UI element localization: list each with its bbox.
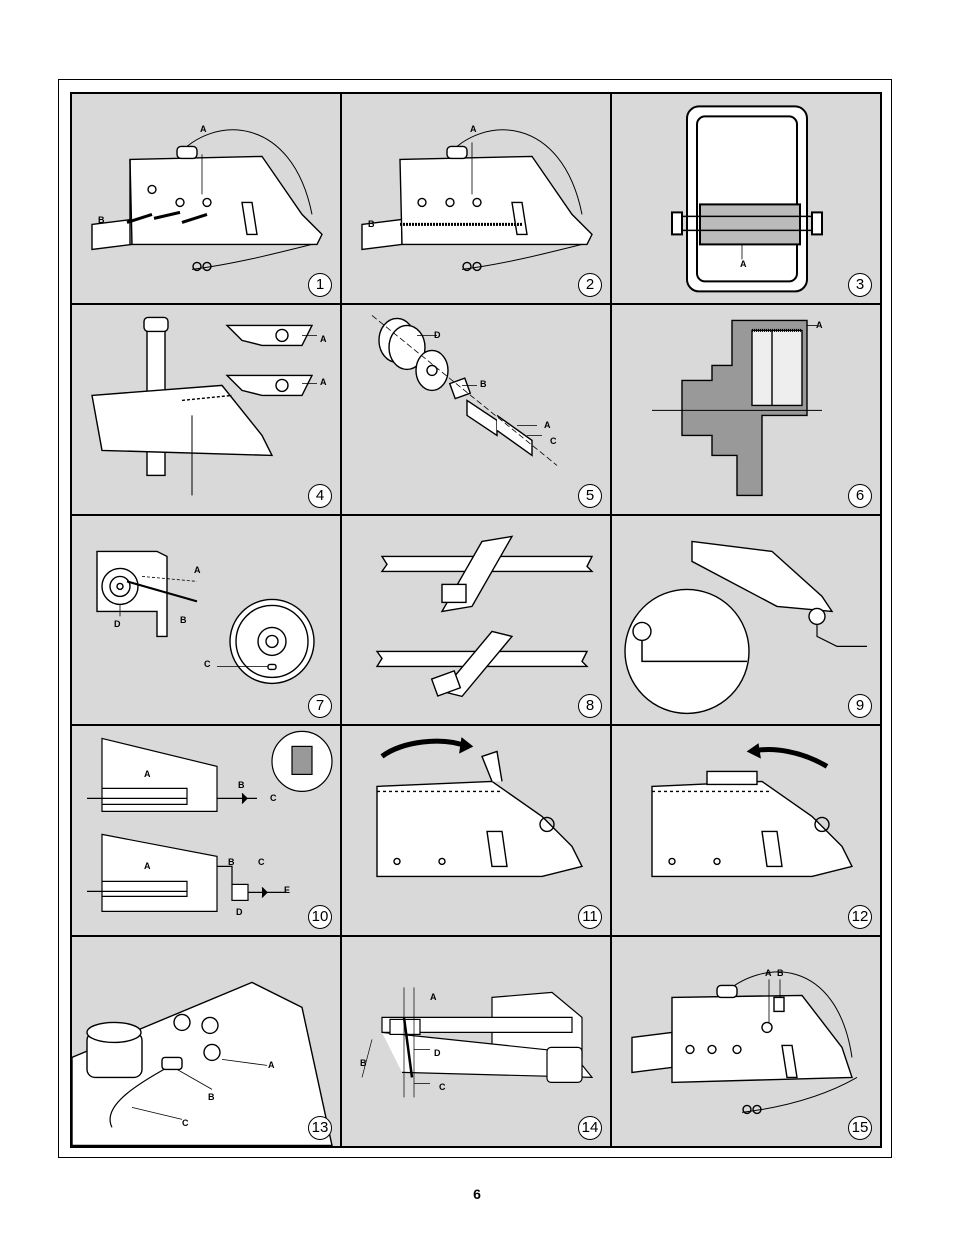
hub-section-illustration xyxy=(652,319,822,496)
callout-label: C xyxy=(204,658,211,669)
panel-4-jack-and-plates: A A 4 xyxy=(72,304,340,514)
panel-13-breakaway-cable: A B C 13 xyxy=(72,937,340,1146)
callout-label: A xyxy=(144,769,151,780)
panel-3-clamp-front: A 3 xyxy=(612,94,880,303)
frame-rails-illustration xyxy=(375,535,594,697)
panel-number: 7 xyxy=(308,694,332,719)
panel-8-frame-rails: 8 xyxy=(342,515,610,725)
panel-11-latch-open: 11 xyxy=(342,726,610,936)
callout-label: D xyxy=(434,329,441,340)
panel-number: 4 xyxy=(308,483,332,508)
callout-label: C xyxy=(182,1118,189,1129)
panel-number: 9 xyxy=(848,694,872,719)
callout-label: A xyxy=(268,1060,275,1071)
callout-label: A xyxy=(765,968,772,979)
latch-closed-illustration xyxy=(651,743,854,878)
callout-label: C xyxy=(258,857,265,868)
panel-14-lever-measurement: A D B C 14 xyxy=(342,937,610,1146)
callout-label: B xyxy=(228,857,235,868)
panel-number: 10 xyxy=(308,905,332,930)
panel-number: 15 xyxy=(848,1116,872,1140)
coupler-illustration xyxy=(91,129,323,272)
panel-number: 3 xyxy=(848,272,872,297)
callout-label: A xyxy=(430,992,437,1003)
panel-15-coupler-pins: A B 15 xyxy=(612,937,880,1146)
callout-label: C xyxy=(439,1082,446,1093)
callout-label: D xyxy=(114,618,121,629)
callout-label: E xyxy=(284,885,291,896)
callout-label: B xyxy=(777,968,784,979)
latch-open-illustration xyxy=(376,737,584,878)
panel-5-exploded-drum: D B A C 5 xyxy=(342,304,610,514)
callout-label: B xyxy=(238,780,245,791)
clamp-illustration xyxy=(671,105,823,293)
callout-label: A xyxy=(320,333,327,344)
callout-label: A xyxy=(544,419,551,430)
panel-2-coupler-weld: A B 2 xyxy=(342,94,610,303)
callout-label: C xyxy=(270,793,277,804)
panel-7-adjuster-and-drum: A B D C 7 xyxy=(72,515,340,725)
callout-label: A xyxy=(200,124,207,134)
panel-number: 13 xyxy=(308,1116,332,1140)
breakaway-cable-illustration xyxy=(72,981,333,1146)
callout-label: B xyxy=(368,219,375,229)
callout-label: D xyxy=(236,907,243,918)
page-number: 6 xyxy=(473,1186,481,1202)
callout-label: A xyxy=(470,124,477,134)
callout-label: A xyxy=(740,259,747,269)
callout-label: A xyxy=(194,564,201,575)
coupler-illustration xyxy=(361,129,593,272)
panel-9-ball-hitch: 9 xyxy=(612,515,880,725)
adjuster-illustration xyxy=(96,550,315,684)
panel-number: 12 xyxy=(848,905,872,930)
callout-label: B xyxy=(180,614,187,625)
callout-label: B xyxy=(480,378,487,389)
panel-number: 5 xyxy=(578,483,602,508)
callout-label: A xyxy=(320,376,327,387)
coupler-pins-illustration xyxy=(631,971,858,1115)
page-border xyxy=(58,79,892,1158)
drum-exploded-illustration xyxy=(371,314,558,466)
callout-label: B xyxy=(360,1058,367,1069)
panel-number: 14 xyxy=(578,1116,602,1140)
callout-label: A xyxy=(144,861,151,872)
panel-number: 8 xyxy=(578,694,602,719)
panel-10-hydraulic-diagram: A B C A B C E D 10 xyxy=(72,726,340,936)
jack-illustration xyxy=(91,316,317,496)
panel-1-coupler-side-bolts: A B 1 xyxy=(72,94,340,303)
panel-number: 6 xyxy=(848,483,872,508)
panel-number: 1 xyxy=(308,272,332,297)
panel-number: 11 xyxy=(578,905,602,930)
callout-label: D xyxy=(434,1048,441,1059)
ball-hitch-illustration xyxy=(624,540,867,714)
illustration-grid: A B 1 A B 2 xyxy=(70,92,882,1148)
panel-number: 2 xyxy=(578,272,602,297)
hydraulic-diagram-illustration xyxy=(87,731,333,913)
lever-measurement-illustration xyxy=(361,987,594,1098)
callout-label: B xyxy=(98,215,105,225)
callout-label: B xyxy=(208,1092,215,1103)
callout-label: C xyxy=(550,435,557,446)
panel-12-latch-closed: 12 xyxy=(612,726,880,936)
callout-label: A xyxy=(816,319,823,330)
panel-6-hub-cross-section: A 6 xyxy=(612,304,880,514)
